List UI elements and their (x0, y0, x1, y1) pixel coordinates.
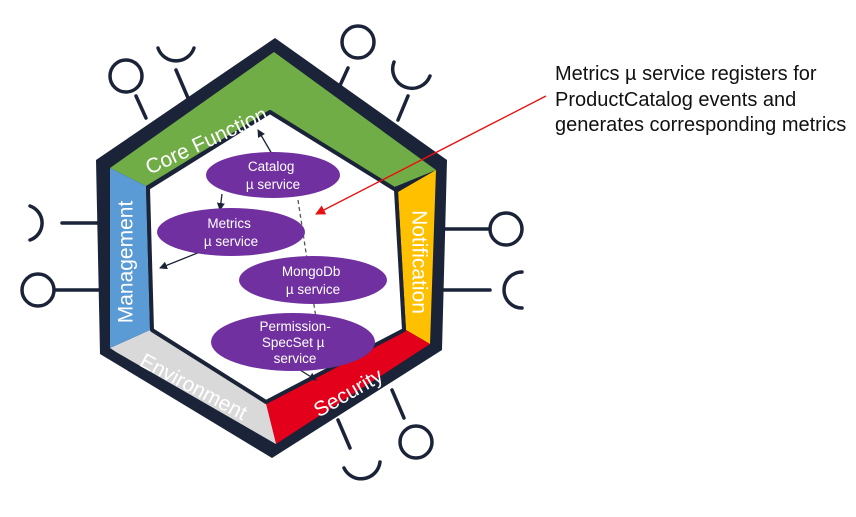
mongodb-service-line-2: µ service (286, 282, 340, 297)
plug-port-top-right (335, 24, 376, 94)
svg-text:Metrics µ service: Metrics µ service (204, 216, 258, 249)
plug-port-right-upper (440, 211, 524, 247)
catalog-to-metrics-arrow (216, 193, 225, 211)
management-label: Management (115, 201, 138, 324)
socket-port-right-lower (440, 270, 524, 310)
mongodb-service: MongoDb µ service (239, 256, 387, 304)
permission-service-line-3: service (274, 351, 317, 366)
plug-port-bottom-right (390, 388, 434, 460)
catalog-service-line-2: µ service (246, 177, 300, 192)
port-connectors (20, 24, 524, 481)
metrics-service: Metrics µ service (157, 208, 305, 256)
callout-arrow (315, 95, 547, 215)
socket-port-left-upper (28, 204, 106, 242)
svg-text:Catalog µ service: Catalog µ service (246, 159, 300, 192)
socket-port-top-right (390, 60, 432, 122)
svg-text:Permission- SpecSet µ: Permission- SpecSet µ service (259, 319, 334, 366)
notification-label: Notification (407, 210, 430, 314)
environment-segment-main (110, 330, 276, 444)
mongodb-service-line-1: MongoDb (282, 264, 341, 279)
callout-annotation: Metrics µ service registers for ProductC… (555, 63, 847, 136)
catalog-to-core-arrow (257, 129, 273, 155)
security-segment (266, 330, 430, 444)
plug-port-top-left (108, 58, 148, 120)
permission-service-line-1: Permission- (259, 319, 330, 334)
management-segment (110, 168, 150, 348)
core-function-segment (110, 52, 436, 188)
permission-specset-service: Permission- SpecSet µ service (211, 313, 375, 371)
catalog-service-line-1: Catalog (248, 159, 295, 174)
metrics-service-line-1: Metrics (207, 216, 251, 231)
metrics-service-line-2: µ service (204, 234, 258, 249)
plug-port-left-lower (20, 272, 106, 308)
permission-service-line-2: SpecSet µ (262, 335, 325, 350)
metrics-to-management-arrow (159, 251, 201, 270)
catalog-service: Catalog µ service (206, 152, 340, 198)
socket-port-bottom (336, 418, 382, 481)
svg-text:MongoDb µ service: MongoDb µ service (282, 264, 344, 297)
notification-segment (398, 170, 436, 344)
permission-to-security-arrow (299, 369, 317, 381)
socket-port-top-left (156, 46, 196, 100)
